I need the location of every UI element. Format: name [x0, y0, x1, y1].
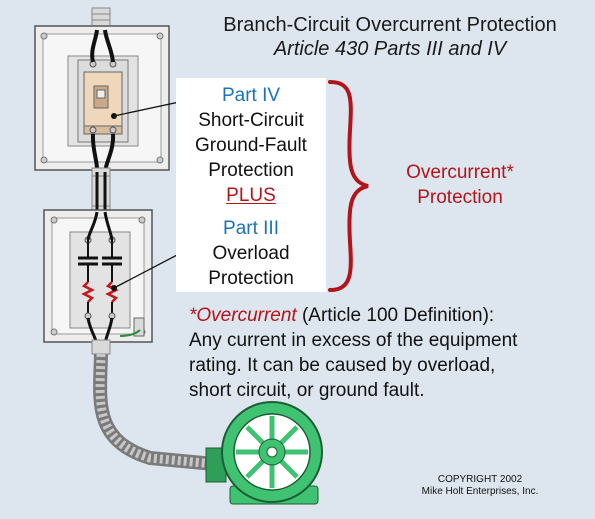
overcurrent-definition: *Overcurrent (Article 100 Definition): A… — [189, 303, 589, 403]
motor — [205, 401, 323, 505]
part4-line1: Short-Circuit — [198, 110, 304, 131]
page-subtitle: Article 430 Parts III and IV — [273, 38, 507, 60]
plus-label: PLUS — [226, 185, 276, 206]
definition-ref: (Article 100 Definition): — [296, 305, 495, 326]
overload-heater-right — [105, 281, 119, 303]
part4-line2: Ground-Fault — [195, 135, 307, 156]
part4-line3: Protection — [208, 160, 294, 181]
copyright-line1: COPYRIGHT 2002 — [437, 474, 523, 485]
definition-line3: short circuit, or ground fault. — [189, 380, 425, 401]
part4-heading: Part IV — [221, 85, 281, 106]
motor-starter-enclosure — [43, 209, 153, 345]
page-title: Branch-Circuit Overcurrent Protection — [223, 14, 557, 36]
definition-line1: Any current in excess of the equipment — [189, 330, 518, 351]
part3-line2: Protection — [208, 268, 294, 289]
part3-heading: Part III — [223, 218, 279, 239]
protection-panel: Part IV Short-Circuit Ground-Fault Prote… — [176, 78, 326, 292]
definition-term: *Overcurrent — [189, 305, 297, 326]
middle-conduit — [91, 167, 111, 215]
overload-heater-left — [81, 281, 95, 303]
curly-brace — [328, 80, 369, 292]
definition-line2: rating. It can be caused by overload, — [189, 355, 496, 376]
overcurrent-protection-label: Overcurrent* Protection — [355, 160, 565, 210]
overcurrent-line1: Overcurrent* — [406, 162, 514, 183]
part3-line1: Overload — [212, 243, 290, 264]
circuit-breaker-enclosure — [34, 25, 170, 173]
copyright-line2: Mike Holt Enterprises, Inc. — [421, 486, 539, 497]
copyright-notice: COPYRIGHT 2002 Mike Holt Enterprises, In… — [380, 474, 580, 498]
overcurrent-line2: Protection — [417, 187, 503, 208]
